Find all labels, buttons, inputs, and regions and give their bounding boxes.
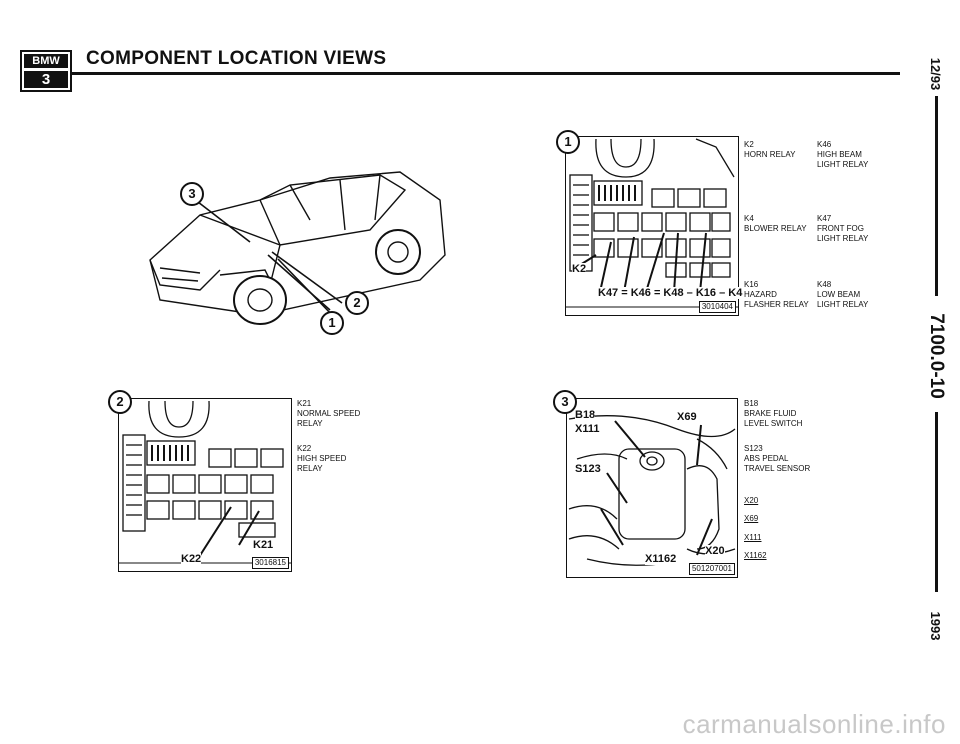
figure-1-drawing <box>566 138 738 308</box>
figure-1-number: 1 <box>556 130 580 154</box>
figure-2-id: 3016815 <box>251 557 289 569</box>
legend-k48-code: K48 <box>817 280 832 289</box>
legend-k47-desc-2: LIGHT RELAY <box>817 234 869 243</box>
legend-k2-desc: HORN RELAY <box>744 150 796 159</box>
legend-s123-code: S123 <box>744 444 763 453</box>
legend-k4-desc: BLOWER RELAY <box>744 224 807 233</box>
figure-1-relay-box: K2 K47 = K46 = K48 – K16 – K4 3010404 <box>565 136 743 316</box>
side-rule-1 <box>935 96 938 296</box>
legend-k47-desc-1: FRONT FOG <box>817 224 864 233</box>
car-callout-1: 1 <box>320 311 344 335</box>
legend-b18-desc-2: LEVEL SWITCH <box>744 419 803 428</box>
legend-k46-desc-2: LIGHT RELAY <box>817 160 869 169</box>
figure-3-callout-x111: X111 <box>575 423 600 435</box>
legend-k21-desc-1: NORMAL SPEED <box>297 409 361 418</box>
legend-k22-desc-2: RELAY <box>297 464 323 473</box>
legend-k48-desc-2: LIGHT RELAY <box>817 300 869 309</box>
legend-connector-x1162: X1162 <box>744 551 767 560</box>
legend-k21-code: K21 <box>297 399 312 408</box>
legend-k16-desc-2: FLASHER RELAY <box>744 300 809 309</box>
figure-3-brake-reservoir: B18 X111 X69 S123 X1162 X20 501207001 <box>566 398 738 578</box>
logo-series: 3 <box>24 71 68 88</box>
watermark: carmanualsonline.info <box>682 709 946 739</box>
car-callout-2: 2 <box>345 291 369 315</box>
side-year: 1993 <box>928 611 943 641</box>
figure-3-callout-s123: S123 <box>575 463 601 475</box>
legend-k2-code: K2 <box>744 140 754 149</box>
figure-3-callout-x20: X20 <box>705 545 725 557</box>
legend-s123-desc-2: TRAVEL SENSOR <box>744 464 811 473</box>
legend-k22-desc-1: HIGH SPEED <box>297 454 347 463</box>
figure-2-number: 2 <box>108 390 132 414</box>
figure-1-id: 3010404 <box>698 301 736 313</box>
legend-k46-desc-1: HIGH BEAM <box>817 150 862 159</box>
legend-k4-code: K4 <box>744 214 754 223</box>
legend-connector-x69: X69 <box>744 514 759 523</box>
figure-3-callout-x69: X69 <box>677 411 697 423</box>
figure-1-callout-row: K47 = K46 = K48 – K16 – K4 <box>598 287 743 299</box>
side-rule-2 <box>935 412 938 592</box>
figure-3-id: 501207001 <box>688 563 735 575</box>
legend-k21-desc-2: RELAY <box>297 419 323 428</box>
page-title: COMPONENT LOCATION VIEWS <box>86 48 387 69</box>
header-rule <box>72 72 900 75</box>
legend-k22-code: K22 <box>297 444 312 453</box>
legend-b18-code: B18 <box>744 399 759 408</box>
figure-3-callout-b18: B18 <box>575 409 596 421</box>
bmw-3-logo: BMW 3 <box>20 50 72 92</box>
figure-3-number: 3 <box>553 390 577 414</box>
side-section-number: 7100.0-10 <box>926 313 947 399</box>
figure-1-callout-k2: K2 <box>572 263 587 275</box>
figure-3-drawing <box>568 415 736 566</box>
figure-2-callout-k22: K22 <box>181 553 202 565</box>
legend-connector-x20: X20 <box>744 496 759 505</box>
side-date: 12/93 <box>928 57 943 91</box>
legend-connector-x111: X111 <box>744 533 762 542</box>
logo-brand: BMW <box>24 54 68 68</box>
legend-k16-desc-1: HAZARD <box>744 290 777 299</box>
car-overview-illustration <box>149 171 446 325</box>
legend-k46-code: K46 <box>817 140 832 149</box>
legend-k48-desc-1: LOW BEAM <box>817 290 861 299</box>
figure-2-relay-box: K21 K22 3016815 <box>118 398 292 572</box>
figure-2-drawing <box>119 400 291 564</box>
legend-b18-desc-1: BRAKE FLUID <box>744 409 797 418</box>
legend-k47-code: K47 <box>817 214 832 223</box>
figure-2-callout-k21: K21 <box>253 539 274 551</box>
legend-s123-desc-1: ABS PEDAL <box>744 454 789 463</box>
car-callout-3: 3 <box>180 182 204 206</box>
legend-k16-code: K16 <box>744 280 759 289</box>
figure-3-callout-x1162: X1162 <box>645 553 677 565</box>
